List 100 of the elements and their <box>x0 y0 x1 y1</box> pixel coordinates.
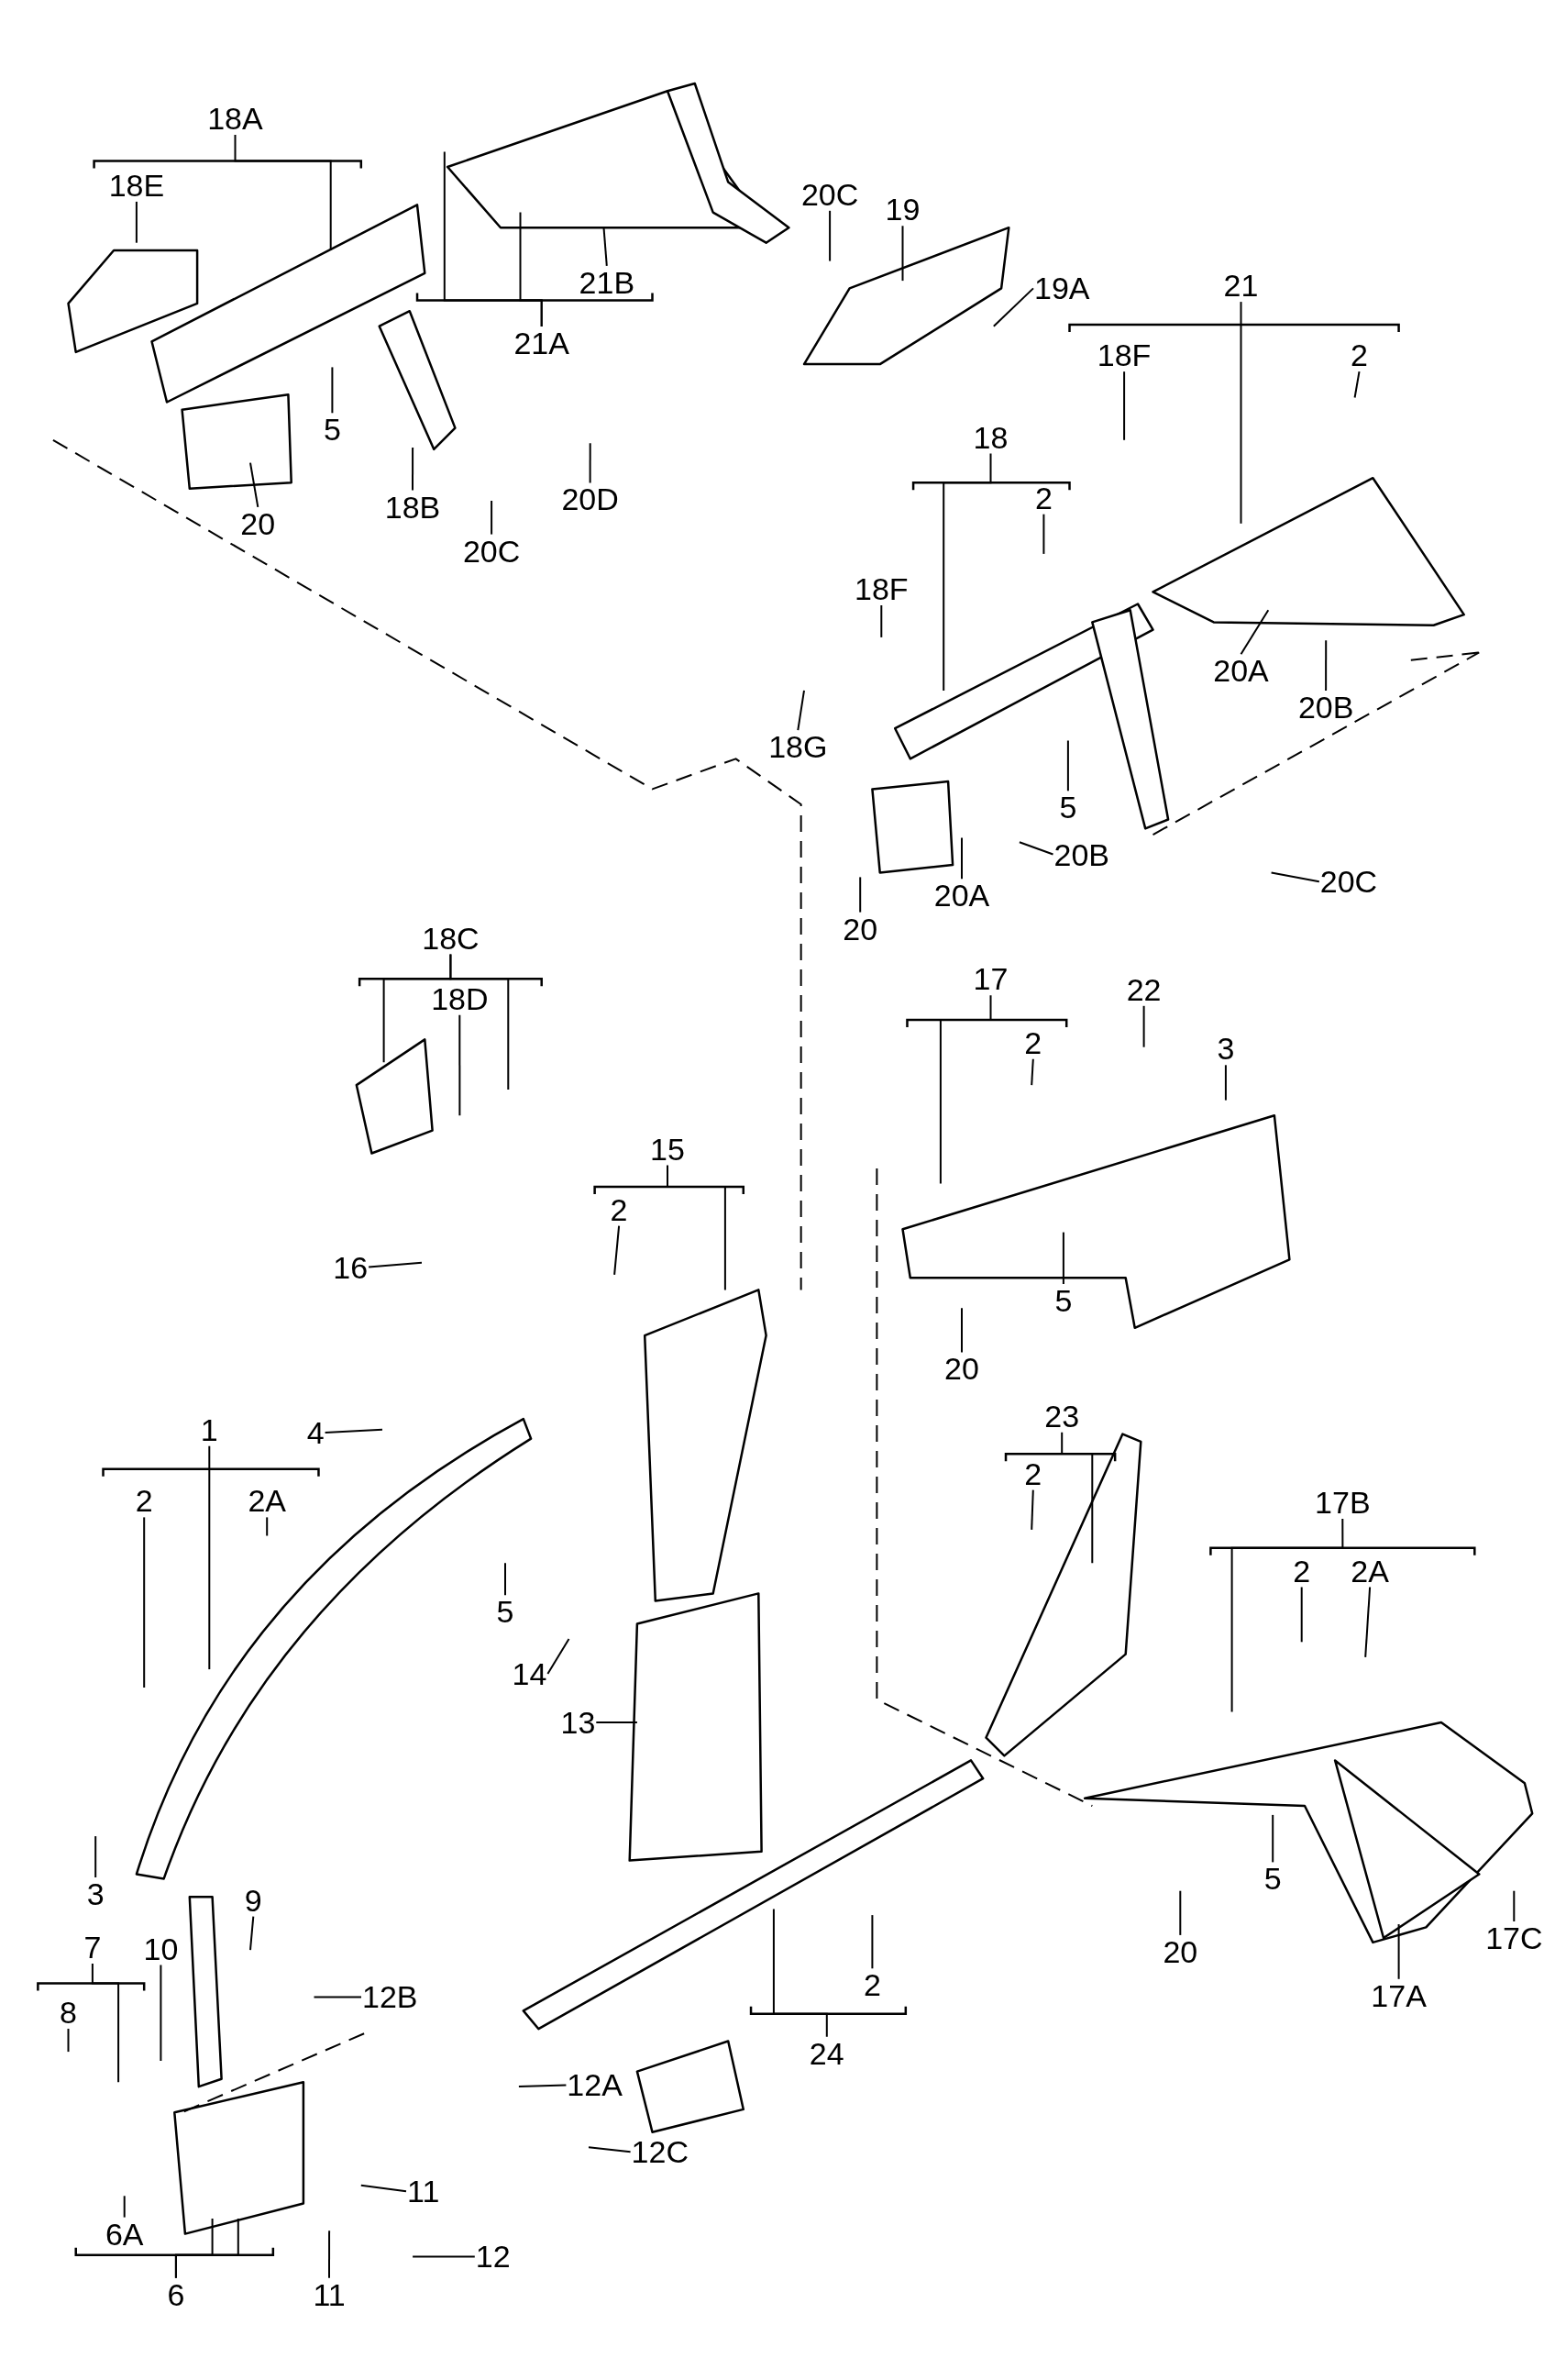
leader-line <box>829 209 832 262</box>
leader-line <box>1240 609 1270 656</box>
callout-number: 20 <box>1162 1934 1199 1968</box>
leader-line <box>328 2230 331 2279</box>
callout-number: 14 <box>511 1657 548 1691</box>
callout-number: 20C <box>461 534 522 568</box>
callout-number: 20 <box>943 1352 980 1386</box>
leader-line <box>517 2084 568 2088</box>
callout-number: 20A <box>1212 654 1270 688</box>
leader-line <box>1031 1057 1034 1087</box>
callout-number: 18C <box>421 921 480 955</box>
leader-line <box>458 1013 461 1117</box>
leader-line <box>772 1908 828 2038</box>
leader-line <box>943 452 992 692</box>
leader-line <box>1018 841 1054 856</box>
leader-line <box>313 1996 362 1998</box>
callout-number: 13 <box>559 1706 597 1739</box>
leader-line <box>1513 1889 1516 1922</box>
callout-number: 2 <box>609 1192 629 1226</box>
leader-line <box>208 1445 211 1671</box>
leader-line <box>871 1914 874 1970</box>
callout-number: 16 <box>332 1250 369 1284</box>
leader-line <box>797 689 805 732</box>
callout-number: 3 <box>85 1876 105 1910</box>
callout-number: 23 <box>1043 1399 1081 1433</box>
leader-line <box>1230 1518 1344 1713</box>
callout-number: 21B <box>578 265 636 299</box>
leader-line <box>589 442 591 484</box>
leader-line <box>359 2184 407 2193</box>
callout-number: 21A <box>513 326 570 360</box>
callout-number: 5 <box>495 1595 515 1629</box>
callout-number: 2A <box>1350 1554 1390 1588</box>
callout-number: 5 <box>1263 1862 1283 1896</box>
leader-line <box>880 604 883 638</box>
callout-number: 2 <box>862 1968 882 2002</box>
leader-line <box>1062 1231 1064 1285</box>
leader-line <box>613 1224 621 1276</box>
callout-number: 12C <box>630 2135 689 2169</box>
callout-number: 18 <box>972 420 1009 454</box>
leader-line <box>91 1962 120 2084</box>
leader-line <box>449 953 510 1090</box>
callout-number: 12A <box>566 2068 623 2102</box>
leader-line <box>1325 639 1328 692</box>
callout-number: 5 <box>1058 791 1078 825</box>
callout-number: 2 <box>1023 1025 1043 1059</box>
leader-line <box>595 1721 638 1723</box>
callout-number: 17B <box>1314 1486 1372 1520</box>
leader-line <box>174 2218 239 2279</box>
callout-number: 17 <box>972 962 1009 996</box>
callout-number: 18F <box>1096 338 1152 372</box>
callout-number: 20B <box>1053 837 1110 871</box>
callout-number: 24 <box>808 2036 845 2070</box>
callout-number: 18D <box>430 981 490 1015</box>
leader-line <box>368 1261 423 1268</box>
callout-number: 18A <box>206 102 264 136</box>
leader-line <box>588 2146 632 2153</box>
leader-line <box>1224 1064 1227 1101</box>
leader-line <box>135 200 138 244</box>
leader-line <box>546 1638 570 1675</box>
callout-number: 5 <box>322 413 342 447</box>
callout-number: 2 <box>1023 1456 1043 1490</box>
leader-line <box>939 994 992 1185</box>
leader-line <box>1031 1489 1034 1531</box>
leader-line <box>249 461 259 508</box>
callout-number: 2 <box>1350 338 1369 372</box>
leader-line <box>123 2195 126 2219</box>
callout-number: 10 <box>142 1932 180 1965</box>
callout-number: 18B <box>383 490 442 524</box>
callout-number: 7 <box>83 1930 103 1964</box>
leader-line <box>324 1428 383 1434</box>
callout-number: 17C <box>1484 1921 1544 1954</box>
callout-number: 4 <box>305 1415 325 1449</box>
leader-line <box>1364 1586 1372 1658</box>
callout-number: 20 <box>239 506 277 540</box>
callout-number: 20C <box>800 177 860 211</box>
leader-line <box>67 2028 70 2053</box>
callout-number: 19 <box>884 193 921 227</box>
leader-line <box>1272 1813 1274 1864</box>
leader-line <box>1397 1923 1400 1980</box>
leader-line <box>1270 871 1320 883</box>
callout-number: 12 <box>474 2240 512 2274</box>
leader-line <box>859 876 862 913</box>
leader-line <box>249 1915 255 1952</box>
leader-line <box>491 500 493 536</box>
callout-number: 20B <box>1296 691 1355 725</box>
leader-line <box>1061 1431 1094 1565</box>
leader-line <box>504 1562 506 1597</box>
leader-line <box>94 1835 97 1878</box>
callout-number: 22 <box>1125 972 1163 1006</box>
leader-line <box>992 287 1034 327</box>
leader-line <box>519 211 543 327</box>
callout-number: 8 <box>59 1996 78 2030</box>
leader-line <box>1142 1004 1145 1048</box>
callout-number: 1 <box>199 1412 219 1446</box>
callout-number: 17A <box>1370 1978 1428 2012</box>
leader-line <box>1300 1586 1303 1644</box>
callout-number: 2A <box>247 1484 287 1518</box>
callout-number: 6 <box>166 2277 186 2311</box>
callout-number: 2 <box>1033 481 1053 515</box>
leader-line <box>667 1164 726 1291</box>
